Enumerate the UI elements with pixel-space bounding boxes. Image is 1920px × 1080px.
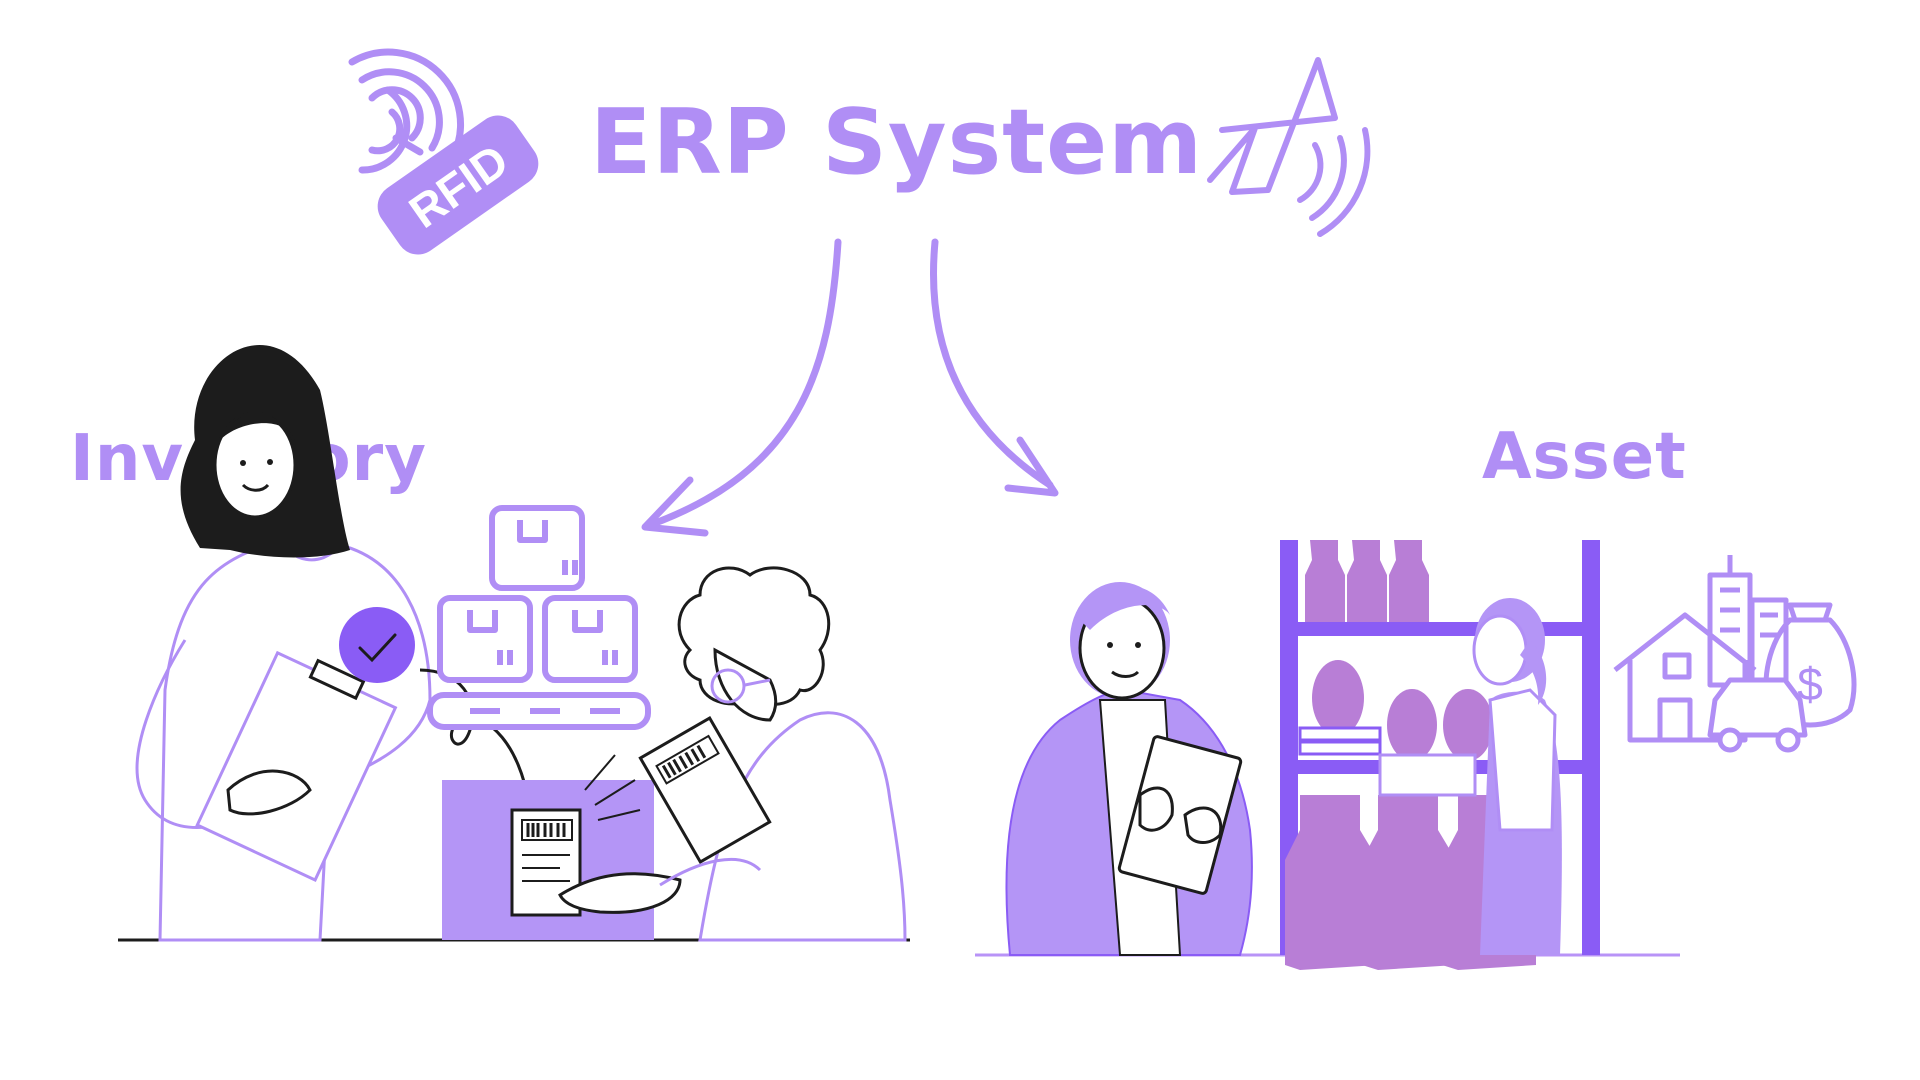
man-with-tablet	[1005, 582, 1253, 956]
inventory-scene	[118, 345, 910, 942]
checkmark-icon	[339, 607, 530, 801]
arrow-to-inventory	[641, 238, 842, 537]
folded-linen	[1298, 726, 1382, 756]
asset-scene: $	[975, 540, 1857, 970]
woman-at-shelf	[1378, 598, 1562, 955]
stacked-boxes	[427, 505, 651, 730]
diagram-title: ERP System	[590, 90, 1203, 195]
arrow-to-asset	[930, 238, 1059, 497]
barcode-label	[510, 754, 641, 917]
older-woman-scanning	[558, 566, 907, 942]
rfid-tag-icon: RFID	[348, 48, 539, 255]
bluetooth-icon	[1207, 57, 1371, 237]
asset-label: Asset	[1482, 420, 1687, 494]
real-estate-icon: $	[1613, 555, 1857, 753]
